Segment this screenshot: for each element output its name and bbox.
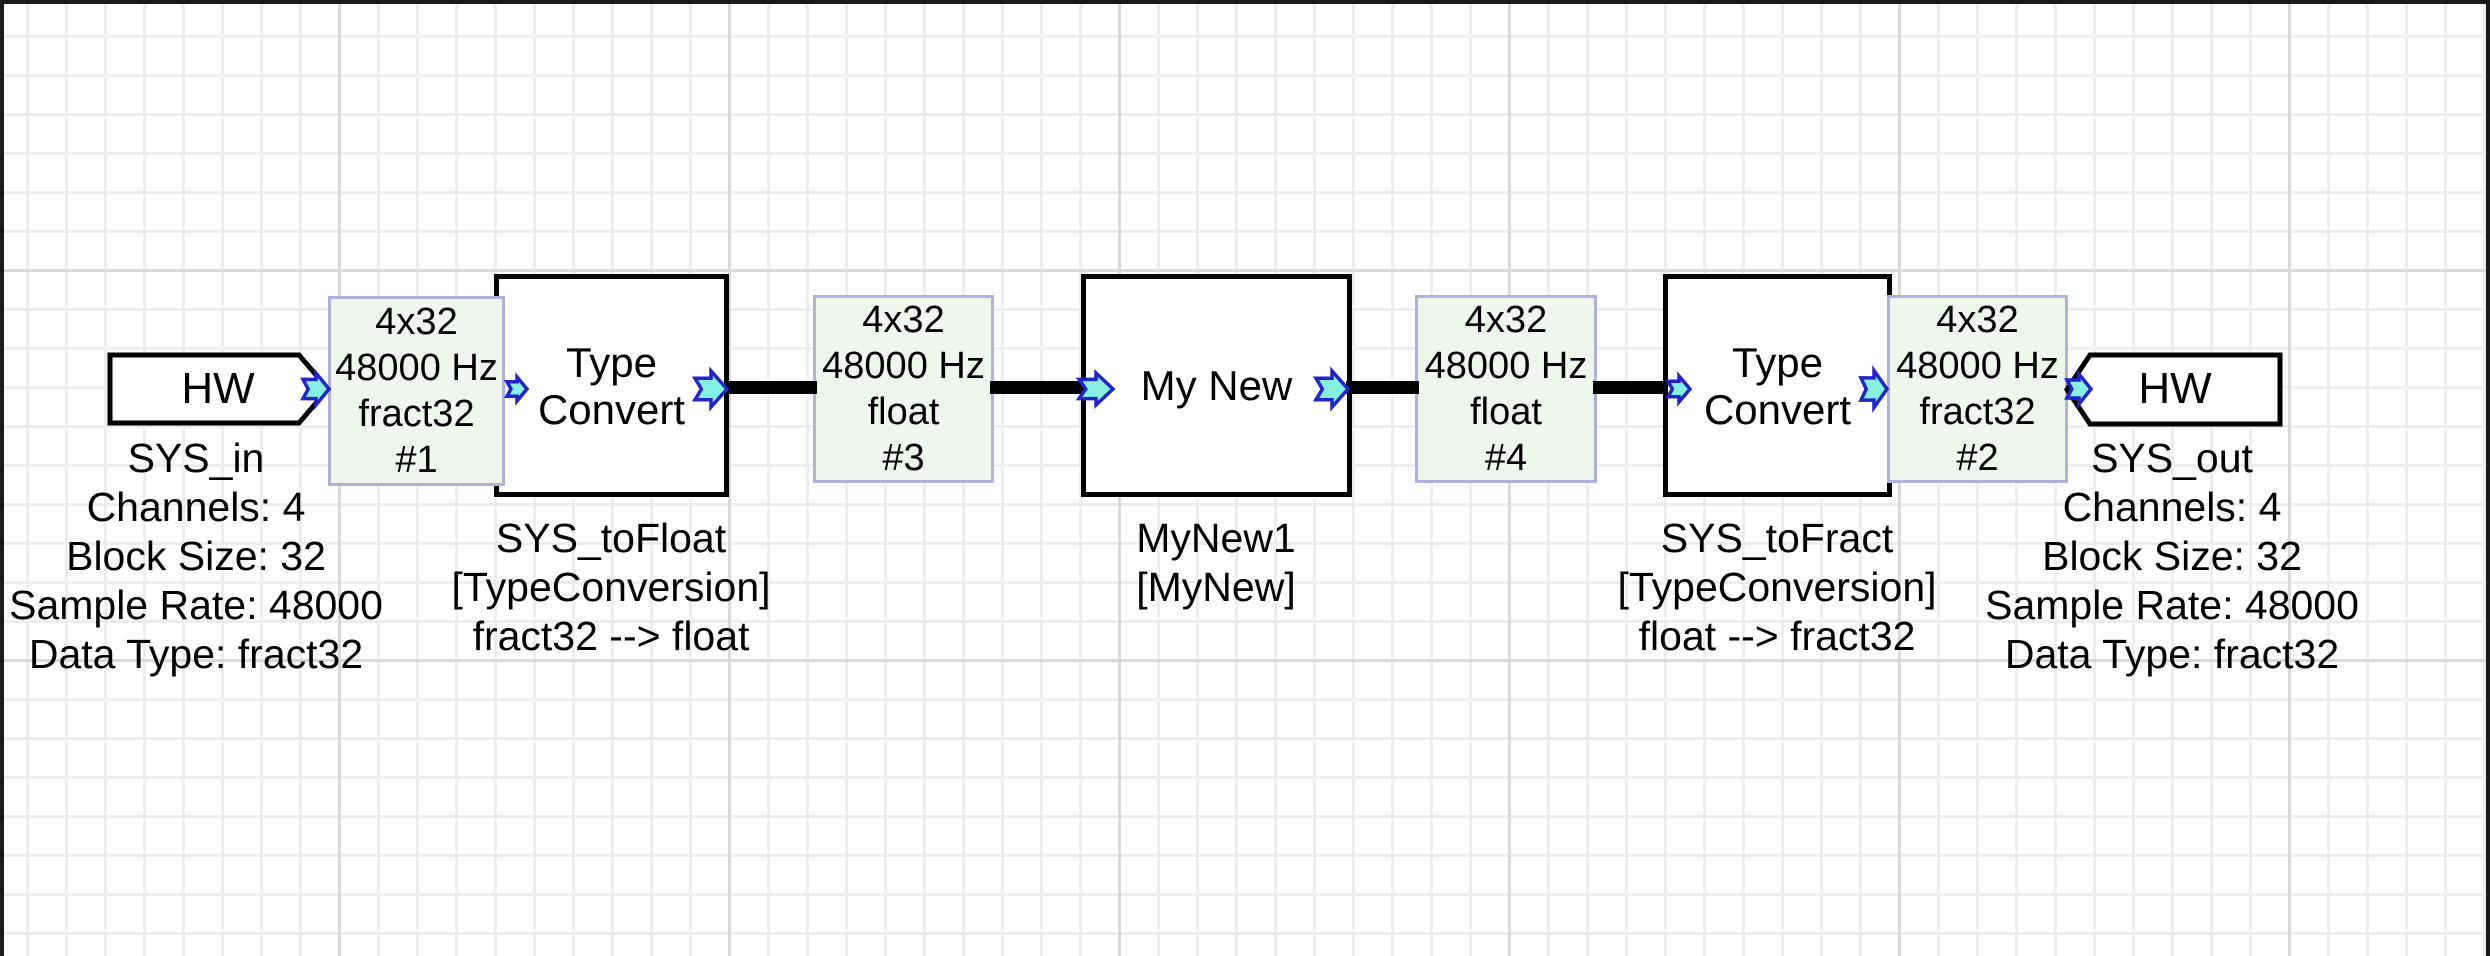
wire-type: fract32 xyxy=(1919,391,2036,433)
block-title: My New xyxy=(1140,362,1293,409)
prop-block-size: Block Size: 32 xyxy=(2042,533,2302,579)
instance-name: SYS_toFloat xyxy=(495,515,727,561)
wire-info-box-1[interactable]: 4x32 48000 Hz fract32 #1 xyxy=(328,296,505,486)
instance-name: SYS_out xyxy=(2091,435,2253,481)
pin-hw-output-input[interactable] xyxy=(2064,369,2094,409)
wire-size: 4x32 xyxy=(1936,299,2019,341)
prop-channels: Channels: 4 xyxy=(2062,484,2282,530)
wire-rate: 48000 Hz xyxy=(1896,345,2059,387)
hw-input-title: HW xyxy=(181,363,255,413)
prop-channels: Channels: 4 xyxy=(86,484,306,530)
wire-type: float xyxy=(1470,391,1542,433)
module-class: [MyNew] xyxy=(1136,564,1296,610)
wire-number: #4 xyxy=(1484,437,1528,479)
prop-sample-rate: Sample Rate: 48000 xyxy=(9,582,383,628)
pin-mynew-output[interactable] xyxy=(1312,366,1351,412)
wire-tc1-to-w3[interactable] xyxy=(725,381,817,394)
conversion-text: float --> fract32 xyxy=(1638,613,1916,659)
block-type-convert-2[interactable]: Type Convert xyxy=(1663,274,1892,497)
tc1-labels: SYS_toFloat [TypeConversion] fract32 -->… xyxy=(451,514,770,661)
prop-block-size: Block Size: 32 xyxy=(66,533,326,579)
wire-mynew-to-w4[interactable] xyxy=(1346,381,1419,394)
block-title: Type Convert xyxy=(1703,338,1852,433)
tc2-labels: SYS_toFract [TypeConversion] float --> f… xyxy=(1617,514,1936,661)
wire-size: 4x32 xyxy=(862,299,945,341)
wire-info-box-4[interactable]: 4x32 48000 Hz float #4 xyxy=(1415,295,1597,483)
instance-name: SYS_in xyxy=(127,435,265,481)
wire-rate: 48000 Hz xyxy=(1424,345,1588,387)
wire-info-box-3[interactable]: 4x32 48000 Hz float #3 xyxy=(813,295,994,483)
pin-tc1-output[interactable] xyxy=(691,366,730,412)
wire-rate: 48000 Hz xyxy=(822,345,985,387)
wire-size: 4x32 xyxy=(1464,299,1548,341)
conversion-text: fract32 --> float xyxy=(472,613,750,659)
hw-output-title: HW xyxy=(2138,363,2212,413)
block-hw-input[interactable] xyxy=(107,352,332,426)
module-class: [TypeConversion] xyxy=(1617,564,1937,610)
canvas-border-left xyxy=(0,0,4,956)
module-class: [TypeConversion] xyxy=(451,564,771,610)
hw-input-labels: SYS_in Channels: 4 Block Size: 32 Sample… xyxy=(9,434,383,679)
pin-tc2-input[interactable] xyxy=(1665,371,1693,407)
wire-type: float xyxy=(867,391,940,433)
prop-data-type: Data Type: fract32 xyxy=(2004,631,2340,677)
canvas-border-top xyxy=(0,0,2490,4)
wire-size: 4x32 xyxy=(375,301,458,343)
pin-tc2-output[interactable] xyxy=(1858,364,1890,414)
wire-w4-to-tc2[interactable] xyxy=(1593,381,1667,394)
pin-hw-input-output[interactable] xyxy=(300,368,332,410)
canvas-border-right xyxy=(2486,0,2490,956)
instance-name: SYS_toFract xyxy=(1660,515,1894,561)
mynew-labels: MyNew1 [MyNew] xyxy=(1136,514,1295,612)
prop-sample-rate: Sample Rate: 48000 xyxy=(1985,582,2359,628)
pin-mynew-input[interactable] xyxy=(1075,368,1116,410)
pin-tc1-input[interactable] xyxy=(504,372,530,406)
block-my-new[interactable]: My New xyxy=(1081,274,1352,497)
prop-data-type: Data Type: fract32 xyxy=(28,631,364,677)
wire-rate: 48000 Hz xyxy=(335,347,498,389)
wire-number: #3 xyxy=(882,437,925,479)
wire-info-box-2[interactable]: 4x32 48000 Hz fract32 #2 xyxy=(1887,295,2068,483)
block-title: Type Convert xyxy=(537,338,686,433)
wire-number: #1 xyxy=(395,439,438,481)
wire-w3-to-mynew[interactable] xyxy=(990,381,1085,394)
instance-name: MyNew1 xyxy=(1136,515,1296,561)
wire-type: fract32 xyxy=(358,393,475,435)
hw-output-labels: SYS_out Channels: 4 Block Size: 32 Sampl… xyxy=(1985,434,2359,679)
wire-number: #2 xyxy=(1956,437,1999,479)
block-type-convert-1[interactable]: Type Convert xyxy=(494,274,729,497)
